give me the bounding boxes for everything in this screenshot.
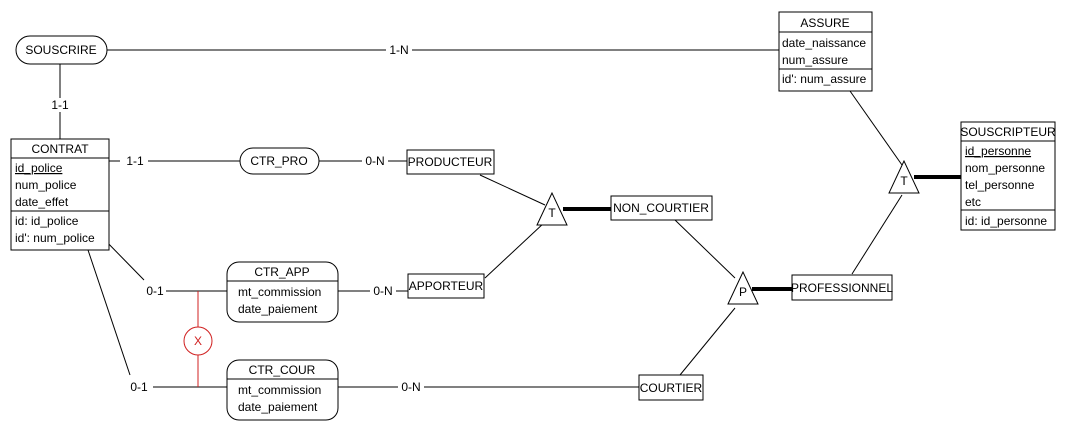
relation-souscrire: SOUSCRIRE [15,35,108,65]
card-contrat-ctrcour: 0-1 [130,380,148,394]
isa-assure-t [849,90,903,166]
card-ctrapp-apporteur: 0-N [373,284,392,298]
card-ctrpro-producteur: 0-N [365,154,384,168]
svg-text:id: id_personne: id: id_personne [965,214,1047,228]
svg-text:num_police: num_police [15,178,77,192]
relation-ctr-cour: CTR_COUR mt_commission date_paiement [226,359,339,421]
isa-producteur-t [479,174,546,206]
entity-courtier: COURTIER [638,374,704,401]
svg-text:date_paiement: date_paiement [238,302,318,316]
svg-text:PRODUCTEUR: PRODUCTEUR [408,155,493,169]
svg-text:CONTRAT: CONTRAT [31,142,89,156]
svg-text:date_effet: date_effet [15,195,69,209]
entity-contrat: CONTRAT id_police num_police date_effet … [10,138,110,251]
isa-label-souscripteur: T [900,174,908,188]
isa-noncourtier-p [674,219,736,279]
card-souscrire-contrat: 1-1 [51,98,69,112]
svg-text:id': num_police: id': num_police [15,231,95,245]
entity-assure: ASSURE date_naissance num_assure id': nu… [778,11,873,92]
svg-text:num_assure: num_assure [782,53,848,67]
svg-text:APPORTEUR: APPORTEUR [409,279,484,293]
isa-triangle-professionnel [727,270,759,305]
entity-souscripteur: SOUSCRIPTEUR id_personne nom_personne te… [960,121,1056,231]
svg-text:SOUSCRIRE: SOUSCRIRE [25,43,96,57]
entity-professionnel: PROFESSIONNEL [791,274,893,301]
isa-triangle-noncourtier [536,191,568,226]
relation-ctr-app: CTR_APP mt_commission date_paiement [226,261,339,323]
svg-text:NON_COURTIER: NON_COURTIER [613,201,709,215]
isa-label-professionnel: P [739,285,747,299]
svg-text:mt_commission: mt_commission [238,285,321,299]
svg-text:etc: etc [965,195,981,209]
card-contrat-ctrpro: 1-1 [126,154,144,168]
svg-text:ASSURE: ASSURE [800,16,849,30]
isa-courtier-p [679,307,736,376]
svg-text:date_paiement: date_paiement [238,400,318,414]
svg-text:nom_personne: nom_personne [965,161,1045,175]
svg-text:COURTIER: COURTIER [640,381,703,395]
link-contrat-ctrcour-diag [87,249,131,376]
svg-text:tel_personne: tel_personne [965,178,1035,192]
svg-text:id_police: id_police [15,161,63,175]
isa-apporteur-t [484,221,546,279]
entity-producteur: PRODUCTEUR [406,149,495,175]
entity-apporteur: APPORTEUR [407,273,485,299]
card-contrat-ctrapp: 0-1 [146,284,164,298]
svg-text:id': num_assure: id': num_assure [782,72,867,86]
card-ctrcour-courtier: 0-N [401,380,420,394]
svg-text:CTR_COUR: CTR_COUR [249,363,316,377]
card-souscrire-assure: 1-N [389,43,408,57]
svg-text:mt_commission: mt_commission [238,383,321,397]
svg-text:date_naissance: date_naissance [782,36,866,50]
entity-non-courtier: NON_COURTIER [610,195,713,221]
isa-label-noncourtier: T [548,206,556,220]
svg-text:CTR_APP: CTR_APP [254,265,309,279]
isa-triangle-souscripteur [888,159,920,194]
svg-text:id_personne: id_personne [965,144,1031,158]
relation-ctr-pro: CTR_PRO [239,147,320,175]
svg-text:id: id_police: id: id_police [15,214,79,228]
isa-professionnel-t [851,194,903,275]
svg-text:PROFESSIONNEL: PROFESSIONNEL [791,281,893,295]
svg-text:SOUSCRIPTEUR: SOUSCRIPTEUR [960,125,1056,139]
exclusion-label: X [194,334,202,348]
svg-text:CTR_PRO: CTR_PRO [250,154,307,168]
exclusion-circle [183,326,213,356]
